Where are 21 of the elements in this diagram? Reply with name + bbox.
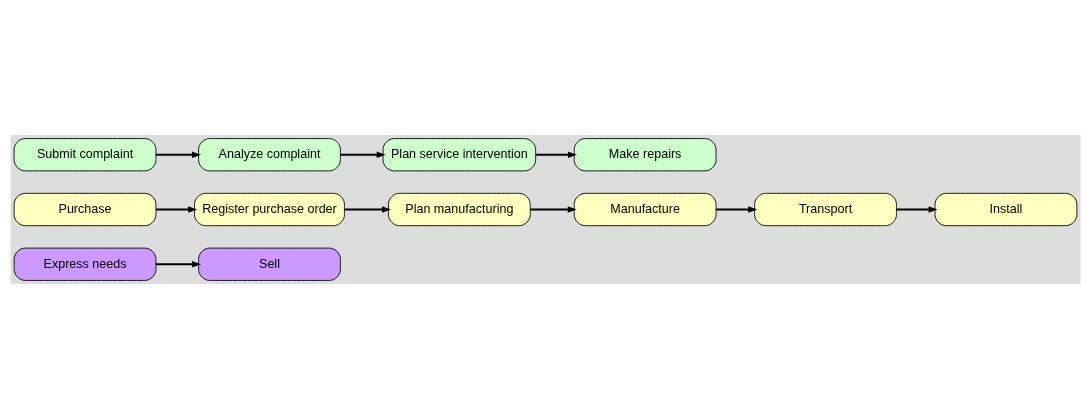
node-box: Purchase <box>13 192 157 227</box>
node-box: Register purchase order <box>194 192 345 227</box>
arrow <box>155 151 202 158</box>
node-box: Sell <box>198 247 341 281</box>
node-box: Express needs <box>13 247 157 281</box>
arrow <box>339 151 386 158</box>
node-box: Plan service intervention <box>382 138 537 172</box>
arrow <box>155 261 202 268</box>
node-box: Install <box>934 192 1078 227</box>
node-box: Submit complaint <box>13 138 157 172</box>
arrow <box>715 206 758 213</box>
arrow <box>895 206 938 213</box>
arrow <box>534 151 577 158</box>
arrow <box>155 206 198 213</box>
arrow <box>529 206 577 213</box>
node-box: Analyze complaint <box>198 138 341 172</box>
node-box: Make repairs <box>573 138 717 172</box>
node-box: Transport <box>754 192 897 227</box>
arrow <box>343 206 392 213</box>
node-box: Manufacture <box>573 192 717 227</box>
node-box: Plan manufacturing <box>387 192 531 227</box>
